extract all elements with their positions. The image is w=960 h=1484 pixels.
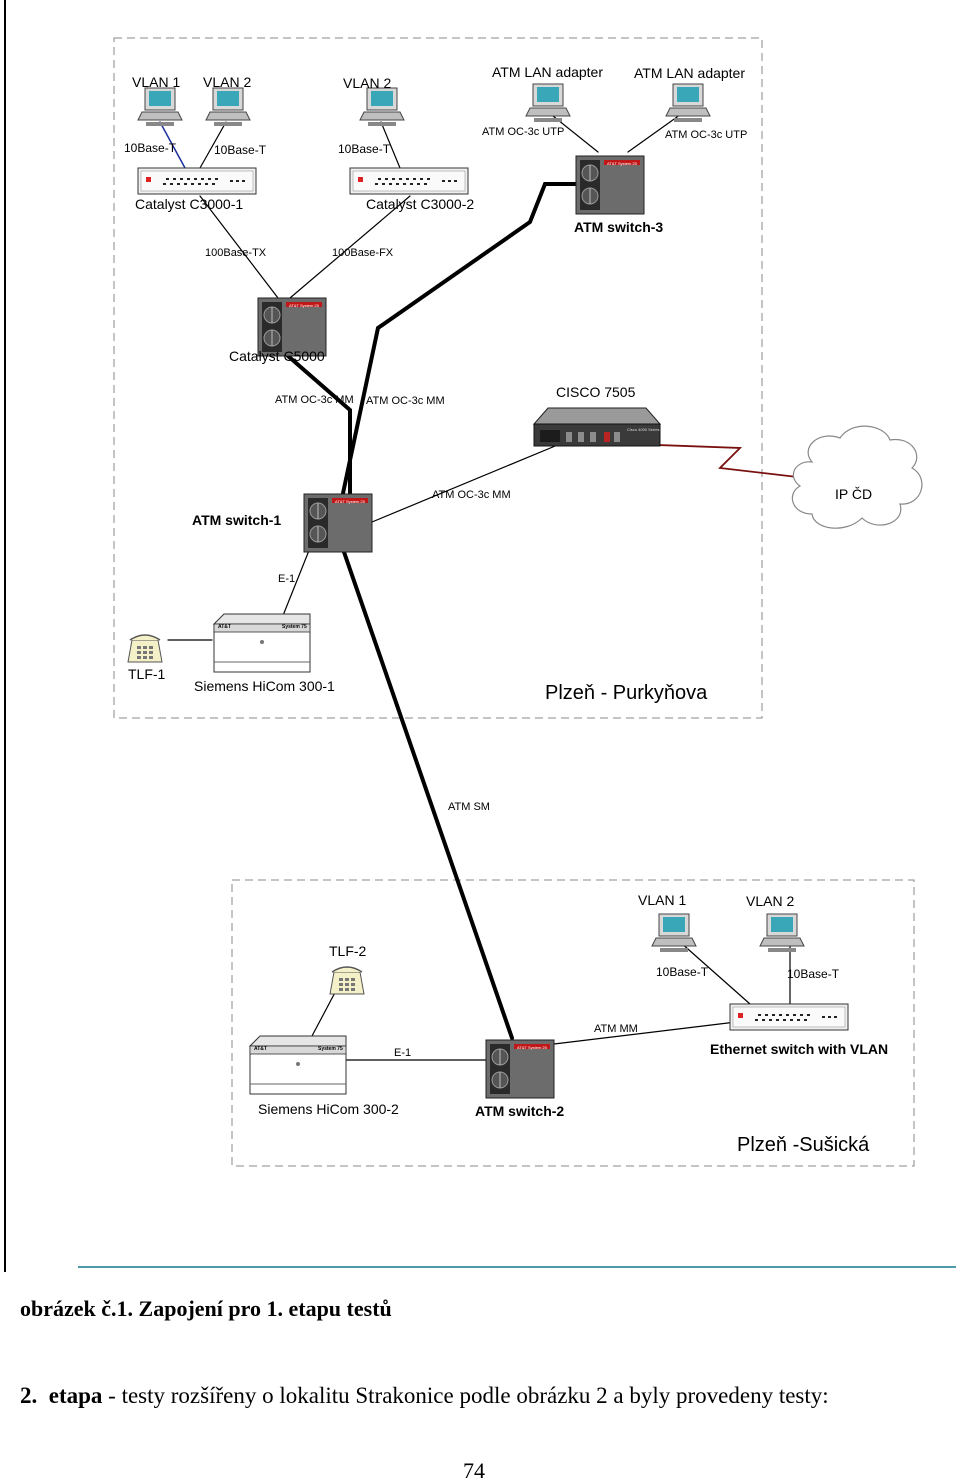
atm-switch-1-brand: AT&T System 25 [335, 499, 365, 504]
label-vlan2: VLAN 2 [343, 75, 392, 91]
page-number: 74 [463, 1458, 485, 1483]
label-catalyst-c3000-2: Catalyst C3000-2 [366, 196, 475, 212]
link-atmsw1-atmsw2 [342, 550, 514, 1040]
label-siemens-hicom-300-2: Siemens HiCom 300-2 [258, 1101, 399, 1117]
label-atm-oc3c-utp: ATM OC-3c UTP [482, 126, 565, 138]
cisco-7505-icon [532, 407, 662, 447]
catalyst-c3000-1-icon [137, 167, 257, 195]
label-e1: E-1 [278, 573, 296, 585]
label-10base-t: 10Base-T [124, 141, 177, 155]
link-vlan1-c3000-1 [159, 121, 186, 169]
paragraph-text: - testy rozšířeny o lokalitu Strakonice … [102, 1383, 829, 1408]
label-siemens-hicom-300-1: Siemens HiCom 300-1 [194, 678, 335, 694]
link-c3000-1-c5000 [199, 195, 279, 299]
pc-icon [359, 87, 405, 127]
link-atmsw1-cisco [371, 443, 561, 523]
label-atm-lan-adapter: ATM LAN adapter [492, 64, 604, 80]
pc-icon [665, 83, 711, 123]
tlf-1-phone-icon [127, 634, 163, 663]
tlf-2-phone-icon [329, 966, 365, 995]
label-100base-fx: 100Base-FX [332, 247, 394, 259]
hicom-1-att-text: AT&T [218, 624, 231, 630]
label-atm-oc3c-mm: ATM OC-3c MM [432, 489, 511, 501]
label-vlan2: VLAN 2 [203, 74, 252, 90]
label-ethernet-switch-with-vlan: Ethernet switch with VLAN [710, 1041, 889, 1057]
label-10base-t: 10Base-T [338, 142, 391, 156]
ethernet-switch-icon [729, 1003, 849, 1031]
label-atm-switch-3: ATM switch-3 [574, 219, 664, 235]
link-atmsw1-hicom1 [281, 547, 311, 619]
label-atm-lan-adapter: ATM LAN adapter [634, 65, 746, 81]
label-catalyst-c5000: Catalyst C5000 [229, 348, 325, 364]
label-atm-mm: ATM MM [594, 1023, 638, 1035]
label-ip-cd: IP ČD [835, 486, 873, 502]
pc-icon [137, 87, 183, 127]
link-cisco-ipcd [629, 443, 807, 479]
pc-icon [759, 913, 805, 953]
link-vlan2-c3000-2 [380, 121, 401, 169]
siemens-hicom-300-2-icon [249, 1035, 347, 1095]
site-title-susicka: Plzeň -Sušická [737, 1134, 870, 1156]
label-10base-t: 10Base-T [656, 965, 709, 979]
label-vlan2: VLAN 2 [746, 893, 795, 909]
label-catalyst-c3000-1: Catalyst C3000-1 [135, 196, 244, 212]
label-atm-oc3c-mm: ATM OC-3c MM [366, 395, 445, 407]
label-atm-oc3c-utp: ATM OC-3c UTP [665, 129, 748, 141]
label-atm-oc3c-mm: ATM OC-3c MM [275, 394, 354, 406]
network-diagram [113, 37, 923, 1167]
body-paragraph: 2. etapa - testy rozšířeny o lokalitu St… [20, 1383, 829, 1409]
label-atm-switch-2: ATM switch-2 [475, 1103, 565, 1119]
label-tlf-1: TLF-1 [128, 666, 166, 682]
paragraph-number: 2. [20, 1383, 38, 1408]
label-100base-tx: 100Base-TX [205, 247, 267, 259]
catalyst-c5000-brand: AT&T System 25 [289, 303, 319, 308]
label-atm-sm: ATM SM [448, 801, 490, 813]
label-10base-t: 10Base-T [787, 967, 840, 981]
link-c5000-atmsw1 [286, 354, 352, 500]
site-title-purkynova: Plzeň - Purkyňova [545, 682, 708, 704]
label-vlan1: VLAN 1 [132, 74, 181, 90]
cisco-series-text: Cisco 4000 Series [627, 427, 660, 432]
link-atmsw2-ethswitch [553, 1021, 737, 1045]
label-vlan1: VLAN 1 [638, 892, 687, 908]
atm-switch-3-brand: AT&T System 25 [607, 161, 637, 166]
catalyst-c3000-2-icon [349, 167, 469, 195]
label-atm-switch-1: ATM switch-1 [192, 512, 282, 528]
pc-icon [205, 87, 251, 127]
ip-cd-cloud [791, 425, 923, 529]
figure-caption: obrázek č.1. Zapojení pro 1. etapu testů [20, 1296, 392, 1321]
site-boundary-purkynova [113, 37, 763, 719]
site-boundary-susicka [231, 879, 915, 1167]
label-e1: E-1 [394, 1047, 412, 1059]
caption-divider [78, 1266, 956, 1268]
left-margin-rule [4, 0, 6, 1272]
atm-switch-2-brand: AT&T System 25 [517, 1045, 547, 1050]
siemens-hicom-300-1-icon [213, 613, 311, 673]
link-vlan2-c3000-1 [199, 121, 227, 169]
label-cisco-7505: CISCO 7505 [556, 384, 636, 400]
label-10base-t: 10Base-T [214, 143, 267, 157]
link-vlan1-ethswitch [679, 941, 751, 1005]
hicom-2-system-text: System 75 [318, 1046, 343, 1052]
hicom-1-system-text: System 75 [282, 624, 307, 630]
paragraph-bold-term: etapa [48, 1383, 103, 1408]
label-tlf-2: TLF-2 [329, 943, 367, 959]
link-c3000-2-c5000 [289, 195, 411, 299]
link-atmsw3-atmsw1 [340, 182, 592, 500]
hicom-2-att-text: AT&T [254, 1046, 267, 1052]
pc-icon [651, 913, 697, 953]
pc-icon [525, 83, 571, 123]
